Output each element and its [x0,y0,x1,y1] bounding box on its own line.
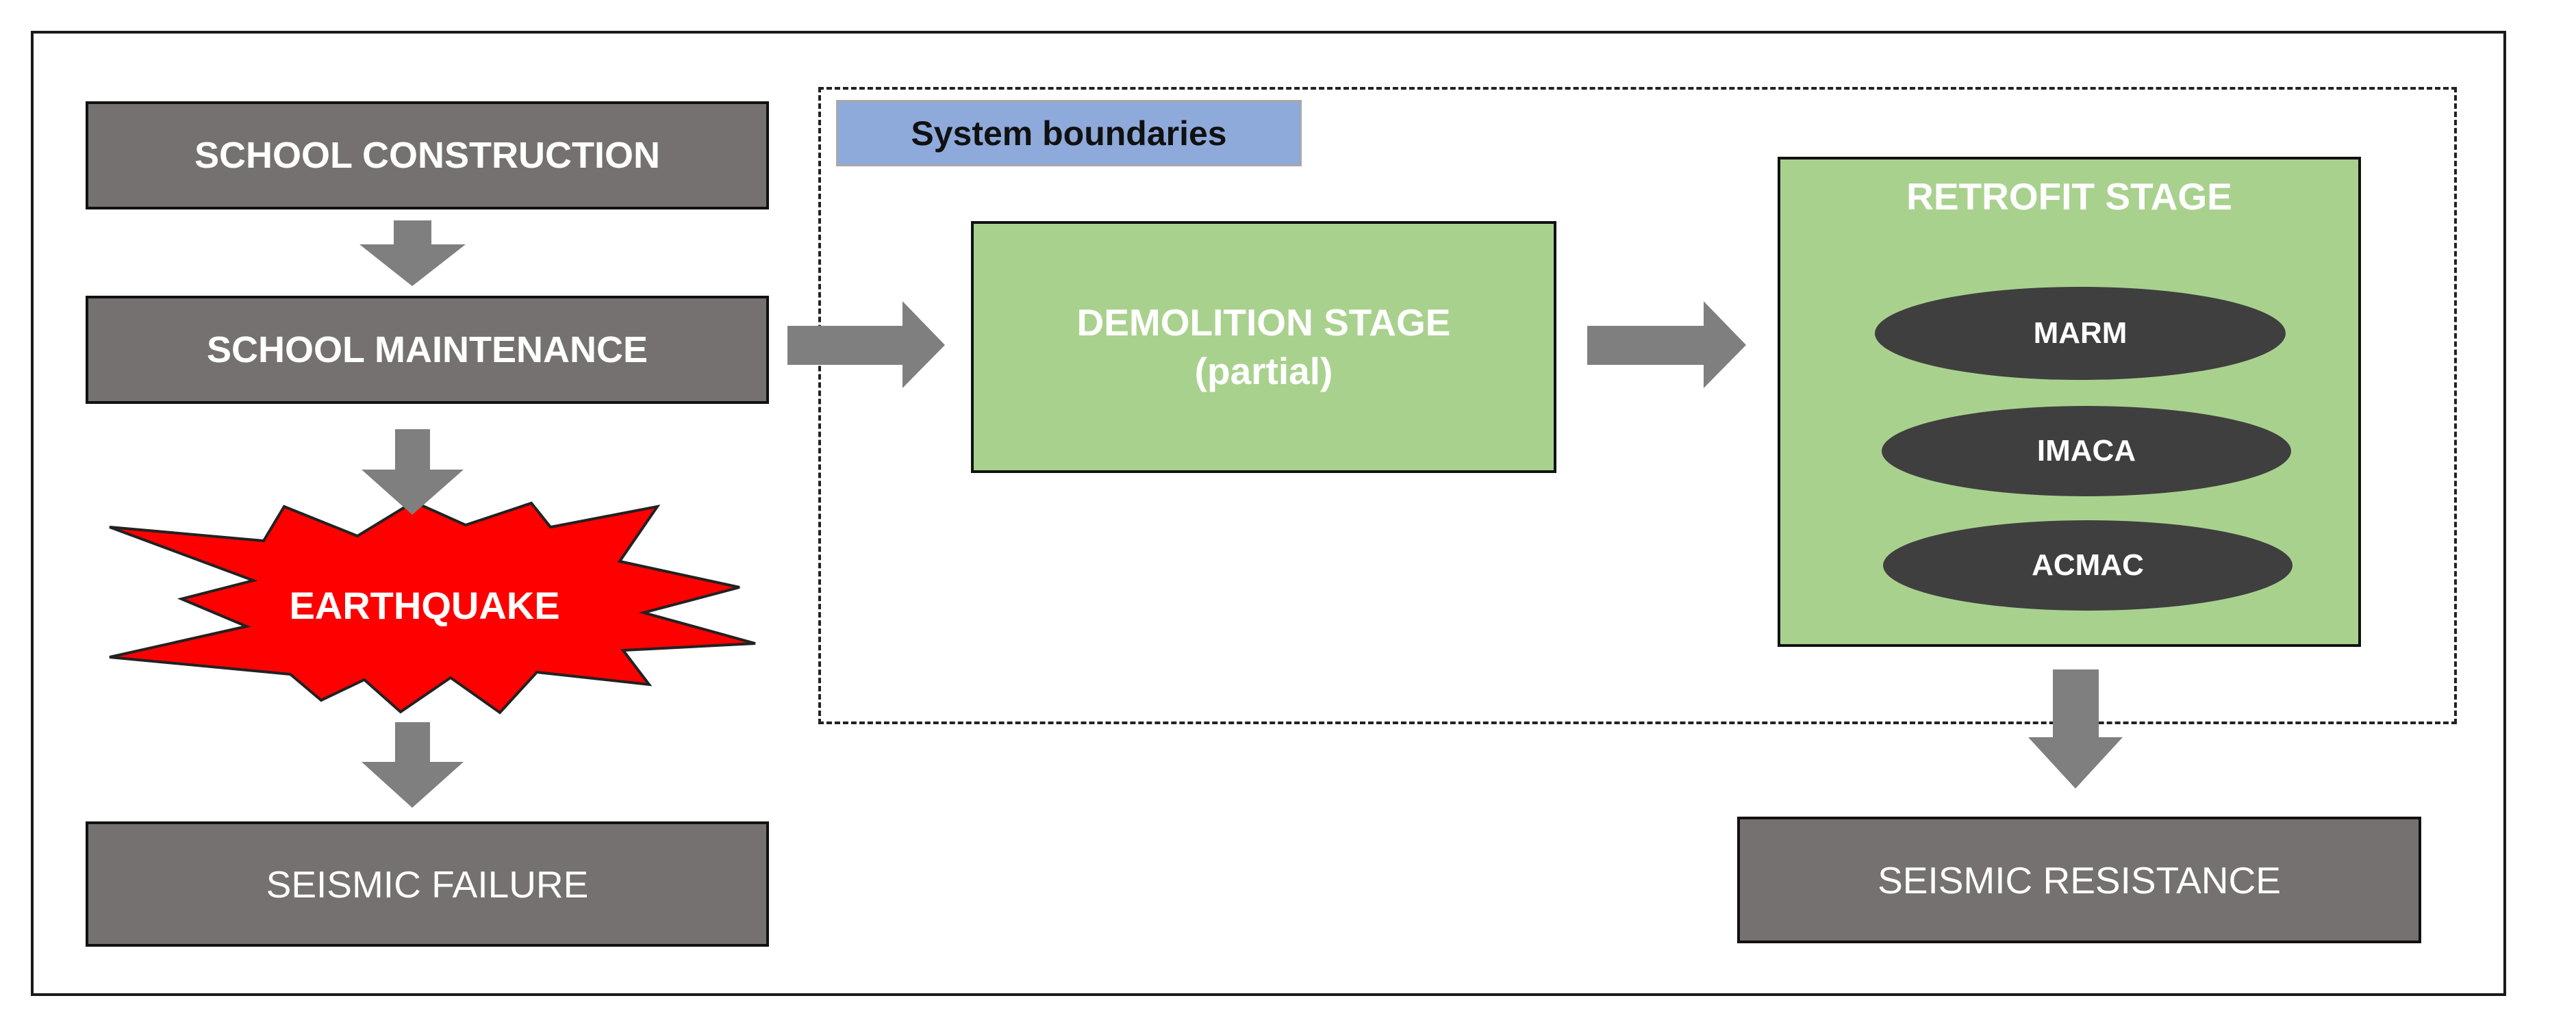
retrofit-stage-title: RETROFIT STAGE [1906,175,2232,218]
diagram-frame [31,31,2506,996]
demolition-stage-box: DEMOLITION STAGE (partial) [971,221,1556,473]
demolition-stage-subtitle: (partial) [1194,350,1333,392]
earthquake-label: EARTHQUAKE [289,584,560,627]
school-maintenance-box: SCHOOL MAINTENANCE [86,296,769,404]
retrofit-option-imaca: IMACA [1882,406,2291,496]
system-boundary [818,87,2457,724]
retrofit-stage-box: RETROFIT STAGE MARM IMACA ACMAC [1778,157,2361,647]
seismic-resistance-box: SEISMIC RESISTANCE [1737,817,2421,943]
system-boundary-label: System boundaries [836,100,1302,166]
retrofit-option-acmac: ACMAC [1883,520,2293,611]
retrofit-option-marm: MARM [1875,287,2286,380]
seismic-failure-box: SEISMIC FAILURE [86,821,769,947]
demolition-stage-title: DEMOLITION STAGE [1076,301,1451,344]
school-construction-box: SCHOOL CONSTRUCTION [86,101,769,209]
